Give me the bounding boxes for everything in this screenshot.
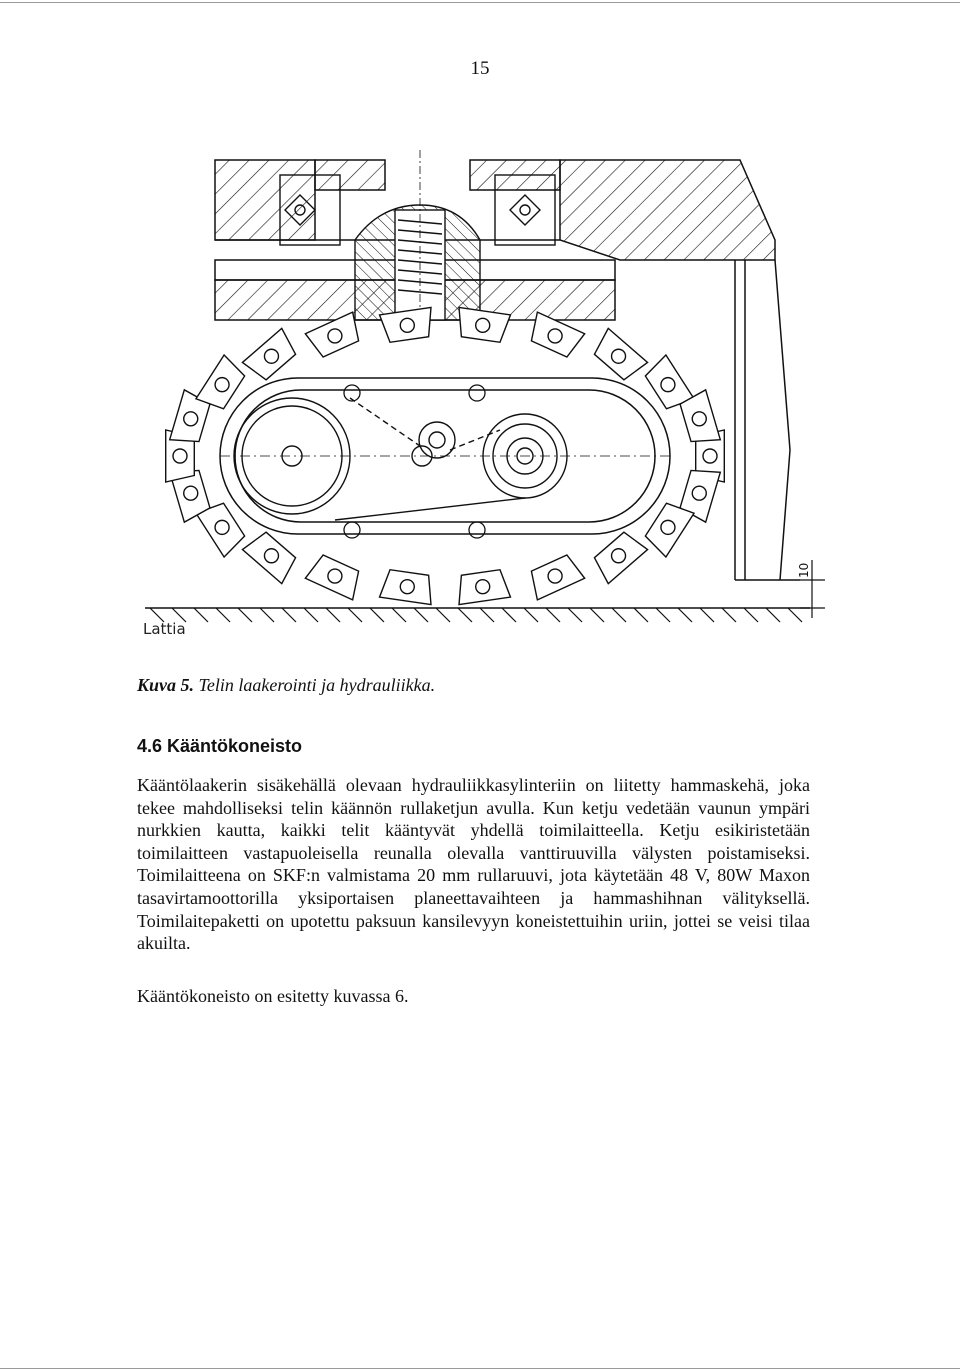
slewing-bearing-right	[494, 174, 556, 246]
chain-pin	[475, 578, 491, 595]
floor-hatch-line	[787, 607, 803, 623]
floor-hatch-line	[413, 607, 429, 623]
floor-hatch-line	[215, 607, 231, 623]
slewing-bearing-left	[279, 174, 341, 246]
floor-label: Lattia	[143, 620, 186, 638]
floor-hatch-line	[655, 607, 671, 623]
floor-hatch-line	[237, 607, 253, 623]
chain-pin	[660, 376, 676, 393]
floor-hatch-line	[567, 607, 583, 623]
floor-hatch-line	[699, 607, 715, 623]
chain-pin	[263, 348, 280, 364]
floor-hatch-line	[721, 607, 737, 623]
hydraulic-cylinder	[354, 150, 481, 321]
floor-hatch-line	[611, 607, 627, 623]
bottom-scan-rule	[0, 1368, 960, 1369]
floor-hatch-line	[435, 607, 451, 623]
belt-pulley	[334, 397, 526, 521]
floor-hatch-line	[633, 607, 649, 623]
floor-hatch-line	[303, 607, 319, 623]
section-heading: 4.6 Kääntökoneisto	[137, 736, 303, 756]
floor-hatch	[149, 607, 803, 623]
floor-hatch-line	[501, 607, 517, 623]
floor-hatch-line	[457, 607, 473, 623]
caption-text: Telin laakerointi ja hydrauliikka.	[198, 675, 436, 695]
dimension-label: 10	[797, 563, 811, 578]
body-paragraph-2: Kääntökoneisto on esitetty kuvassa 6.	[137, 986, 409, 1006]
chain-pin	[183, 485, 199, 501]
floor-hatch-line	[281, 607, 297, 623]
floor-hatch-line	[391, 607, 407, 623]
roller-chain	[165, 306, 725, 606]
floor-hatch-line	[149, 607, 165, 623]
chain-pin	[691, 411, 707, 427]
floor-hatch-line	[545, 607, 561, 623]
floor-hatch-line	[171, 607, 187, 623]
floor-hatch-line	[259, 607, 275, 623]
figure-caption: Kuva 5. Telin laakerointi ja hydrauliikk…	[137, 675, 435, 696]
floor-hatch-line	[743, 607, 759, 623]
chain-pin	[610, 548, 627, 564]
chain-pin	[610, 348, 627, 364]
caption-label: Kuva 5.	[137, 675, 195, 695]
floor-hatch-line	[677, 607, 693, 623]
chain-pin	[263, 548, 280, 564]
mounting-bolts	[343, 384, 486, 539]
page-number: 15	[470, 58, 490, 79]
chain-pin	[214, 376, 230, 393]
floor-hatch-line	[325, 607, 341, 623]
top-scan-rule	[0, 2, 960, 3]
chain-pin	[183, 411, 199, 427]
sprocket-left	[233, 397, 351, 515]
chain-pin	[547, 328, 563, 344]
floor-hatch-line	[523, 607, 539, 623]
chain-pin	[214, 519, 230, 536]
chain-pin	[702, 448, 718, 464]
floor-hatch-line	[369, 607, 385, 623]
chain-pin	[475, 317, 491, 334]
chain-pin	[327, 328, 343, 344]
floor-hatch-line	[589, 607, 605, 623]
body-paragraph-1: Kääntölaakerin sisäkehällä olevaan hydra…	[137, 775, 810, 954]
chain-pin	[547, 568, 563, 584]
chain-pin	[660, 519, 676, 536]
chain-pin	[399, 578, 415, 595]
floor-hatch-line	[479, 607, 495, 623]
chain-pin	[172, 448, 188, 464]
chain-pin	[327, 568, 343, 584]
technical-drawing: 10	[140, 150, 830, 650]
floor-hatch-line	[193, 607, 209, 623]
floor-hatch-line	[347, 607, 363, 623]
sprocket-right	[482, 413, 568, 499]
floor-hatch-line	[765, 607, 781, 623]
chain-pin	[399, 317, 415, 334]
dimension-marker	[800, 560, 825, 618]
chain-pin	[691, 485, 707, 501]
